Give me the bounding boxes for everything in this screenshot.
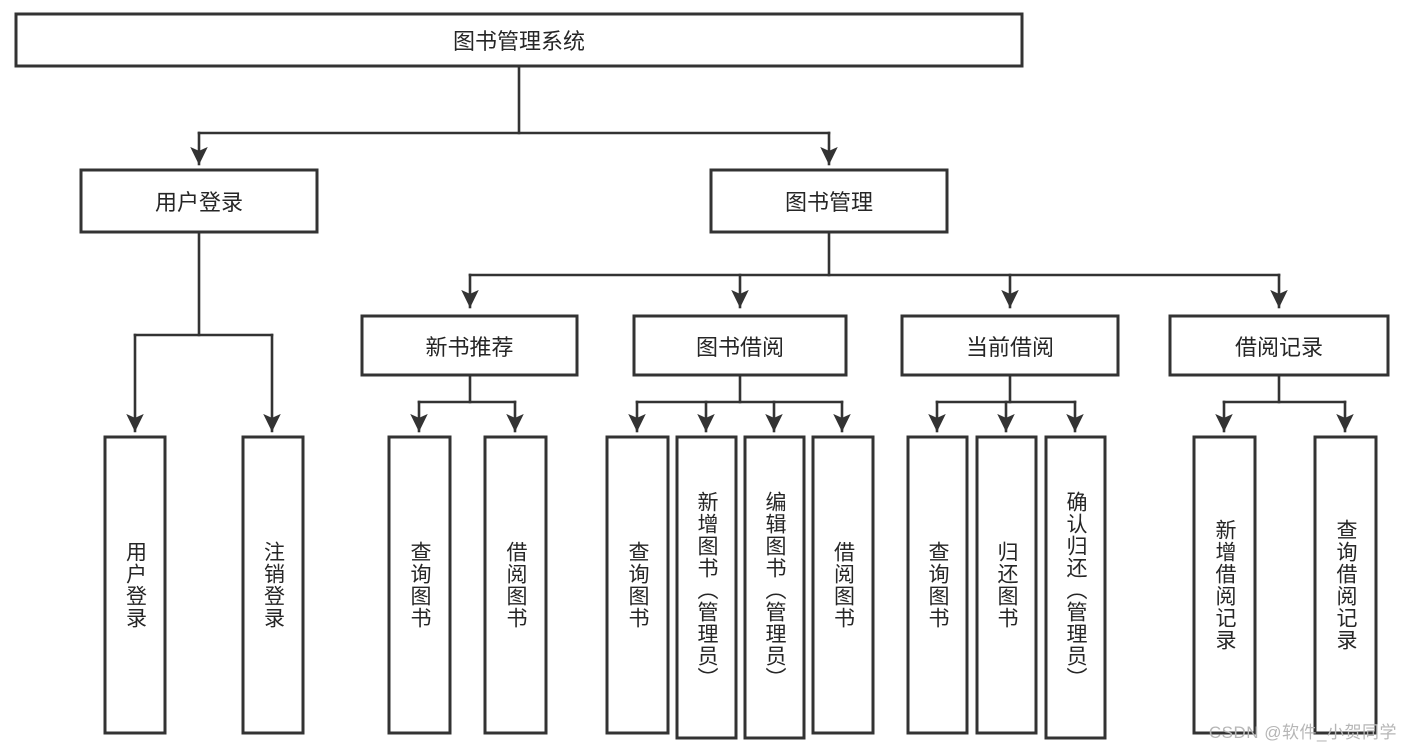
node-box-leaf-current-borrow-0[interactable]: [906, 435, 969, 735]
node-box-new-book-recommend[interactable]: [360, 314, 579, 377]
node-box-leaf-borrow-record-1[interactable]: [1313, 435, 1378, 735]
node-box-leaf-book-borrow-0[interactable]: [605, 435, 670, 735]
node-box-root[interactable]: [14, 12, 1024, 68]
node-box-leaf-new-book-0[interactable]: [387, 435, 452, 735]
node-box-borrow-record[interactable]: [1168, 314, 1390, 377]
node-box-leaf-borrow-record-0[interactable]: [1192, 435, 1257, 735]
node-box-leaf-book-borrow-3[interactable]: [811, 435, 875, 735]
node-box-leaf-current-borrow-1[interactable]: [975, 435, 1038, 735]
node-box-leaf-user-login-1[interactable]: [241, 435, 305, 735]
node-box-leaf-current-borrow-2[interactable]: [1044, 435, 1107, 740]
node-box-book-borrow[interactable]: [632, 314, 848, 377]
node-box-leaf-book-borrow-1[interactable]: [675, 435, 738, 740]
node-box-leaf-book-borrow-2[interactable]: [743, 435, 806, 740]
node-box-current-borrow[interactable]: [900, 314, 1120, 377]
node-box-leaf-new-book-1[interactable]: [483, 435, 548, 735]
node-box-book-manage[interactable]: [709, 168, 949, 234]
node-box-leaf-user-login-0[interactable]: [103, 435, 167, 735]
watermark-text: CSDN @软件_小贺同学: [1208, 723, 1397, 742]
node-box-user-login[interactable]: [79, 168, 319, 234]
